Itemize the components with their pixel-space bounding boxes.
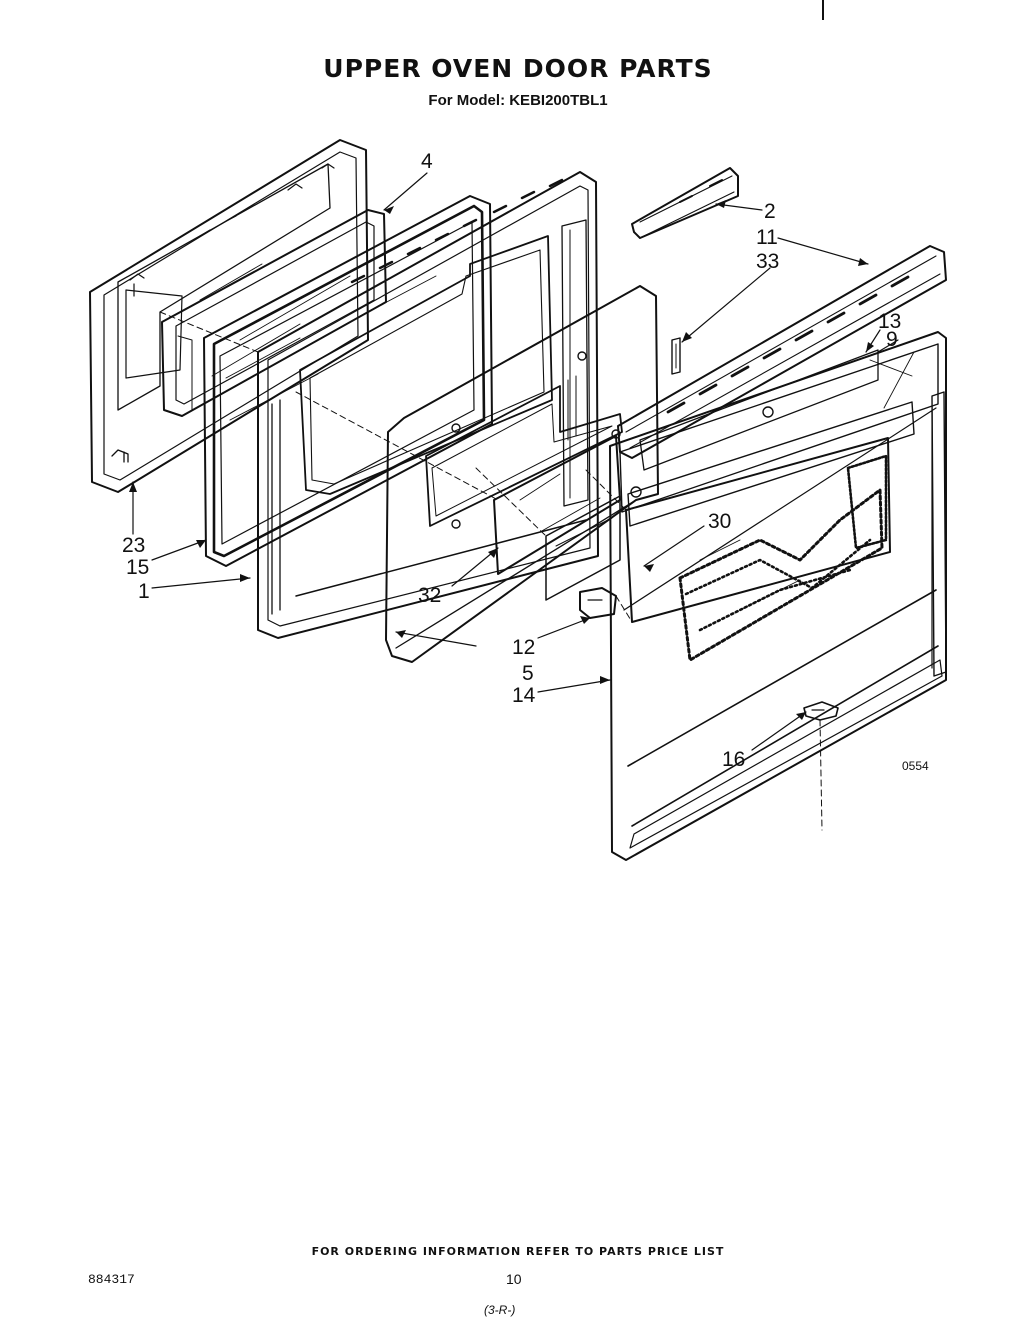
page-number: 10 bbox=[506, 1271, 522, 1287]
part-9-outer-door bbox=[609, 331, 947, 861]
page-title: UPPER OVEN DOOR PARTS bbox=[323, 54, 713, 83]
part-2-top-bracket bbox=[631, 167, 739, 239]
leader-11 bbox=[777, 237, 869, 265]
callout-15: 15 bbox=[126, 556, 149, 579]
part-15-spacer-frame bbox=[203, 195, 493, 567]
callout-30: 30 bbox=[708, 510, 731, 533]
leader-14 bbox=[537, 679, 611, 693]
callout-5: 5 bbox=[522, 662, 534, 685]
revision-mark: (3-R-) bbox=[484, 1303, 516, 1317]
leader-16 bbox=[751, 711, 807, 751]
leader-1 bbox=[151, 577, 251, 589]
leader-33 bbox=[681, 267, 771, 343]
part-23-back-frame bbox=[89, 139, 369, 493]
leader-4 bbox=[383, 172, 428, 211]
part-12-hinge bbox=[579, 587, 617, 619]
callout-33: 33 bbox=[756, 250, 779, 273]
ordering-info-note: FOR ORDERING INFORMATION REFER TO PARTS … bbox=[311, 1245, 725, 1258]
part-1-inner-panel bbox=[257, 171, 599, 639]
page-edge-mark bbox=[822, 0, 824, 20]
leader-arrowheads bbox=[129, 200, 874, 720]
callout-13: 13 bbox=[878, 310, 901, 333]
callout-9: 9 bbox=[886, 328, 898, 351]
callout-2: 2 bbox=[764, 200, 776, 223]
callout-32: 32 bbox=[418, 584, 441, 607]
part-32-window-glass bbox=[493, 435, 621, 575]
part-14-trim-strip bbox=[545, 495, 621, 601]
leader-5 bbox=[395, 631, 477, 647]
alignment-lines bbox=[159, 311, 823, 831]
callout-14: 14 bbox=[512, 684, 536, 707]
callout-12: 12 bbox=[512, 636, 535, 659]
leader-12 bbox=[537, 617, 591, 639]
callout-23: 23 bbox=[122, 534, 145, 557]
part-5-shield-plate bbox=[385, 285, 659, 663]
leader-9 bbox=[877, 339, 899, 353]
model-subtitle: For Model: KEBI200TBL1 bbox=[428, 92, 608, 109]
leader-15 bbox=[151, 539, 207, 561]
callout-11: 11 bbox=[756, 226, 778, 249]
exploded-parts-diagram: 4 2 11 33 13 9 23 15 1 32 5 12 14 30 16 … bbox=[89, 139, 947, 861]
callout-16: 16 bbox=[722, 748, 745, 771]
part-30-mesh-glass bbox=[625, 437, 891, 662]
diagram-code: 0554 bbox=[902, 759, 929, 773]
part-number: 884317 bbox=[88, 1272, 135, 1287]
part-16-latch bbox=[803, 701, 839, 721]
leader-30 bbox=[643, 525, 705, 567]
callout-4: 4 bbox=[421, 150, 433, 173]
part-33-clip bbox=[671, 337, 681, 375]
leader-lines bbox=[132, 172, 899, 751]
callout-1: 1 bbox=[138, 580, 150, 603]
